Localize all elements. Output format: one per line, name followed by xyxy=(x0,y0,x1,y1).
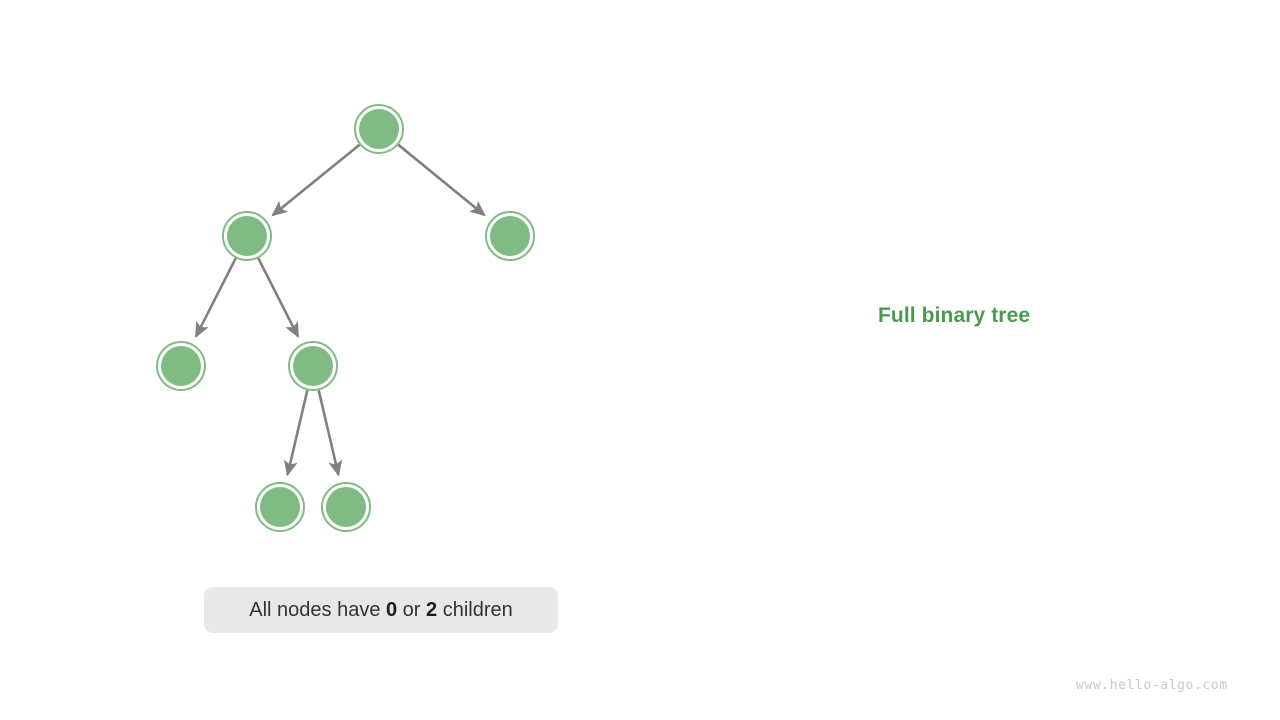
node-ring-gap xyxy=(224,213,270,259)
node-outer-ring xyxy=(321,482,371,532)
node-ring-gap xyxy=(487,213,533,259)
caption-badge: All nodes have 0 or 2 children xyxy=(204,587,558,633)
node-ring-gap xyxy=(158,343,204,389)
node-body xyxy=(161,346,201,386)
node-body xyxy=(490,216,530,256)
tree-node-n-ll[interactable] xyxy=(156,341,206,391)
node-outer-ring xyxy=(156,341,206,391)
node-outer-ring xyxy=(288,341,338,391)
node-outer-ring xyxy=(222,211,272,261)
node-body xyxy=(359,109,399,149)
tree-node-n-l[interactable] xyxy=(222,211,272,261)
node-outer-ring xyxy=(485,211,535,261)
node-body xyxy=(293,346,333,386)
caption-text: All nodes have 0 or 2 children xyxy=(249,600,513,620)
caption-middle: or xyxy=(397,599,427,621)
watermark: www.hello-algo.com xyxy=(1076,678,1228,693)
node-ring-gap xyxy=(290,343,336,389)
tree-edge-n-lr-to-n-lrl xyxy=(283,390,309,477)
tree-node-n-lrr[interactable] xyxy=(321,482,371,532)
caption-prefix: All nodes have xyxy=(249,599,386,621)
caption-value-b: 2 xyxy=(426,599,438,621)
page-title: Full binary tree xyxy=(878,304,1031,327)
node-body xyxy=(227,216,267,256)
tree-node-layer xyxy=(156,104,535,532)
tree-node-n-lrl[interactable] xyxy=(255,482,305,532)
node-outer-ring xyxy=(255,482,305,532)
caption-value-a: 0 xyxy=(386,599,398,621)
tree-edge-n-lr-to-n-lrr xyxy=(317,390,343,477)
node-ring-gap xyxy=(356,106,402,152)
node-body xyxy=(326,487,366,527)
node-ring-gap xyxy=(257,484,303,530)
caption-suffix: children xyxy=(437,599,513,621)
tree-node-n-lr[interactable] xyxy=(288,341,338,391)
tree-node-root[interactable] xyxy=(354,104,404,154)
node-body xyxy=(260,487,300,527)
tree-edge-n-l-to-n-lr xyxy=(257,257,300,338)
tree-edge-layer xyxy=(194,143,486,477)
tree-edge-n-l-to-n-ll xyxy=(194,257,237,338)
tree-edge-root-to-n-l xyxy=(271,143,361,217)
tree-edge-root-to-n-r xyxy=(397,143,486,217)
tree-node-n-r[interactable] xyxy=(485,211,535,261)
node-outer-ring xyxy=(354,104,404,154)
node-ring-gap xyxy=(323,484,369,530)
